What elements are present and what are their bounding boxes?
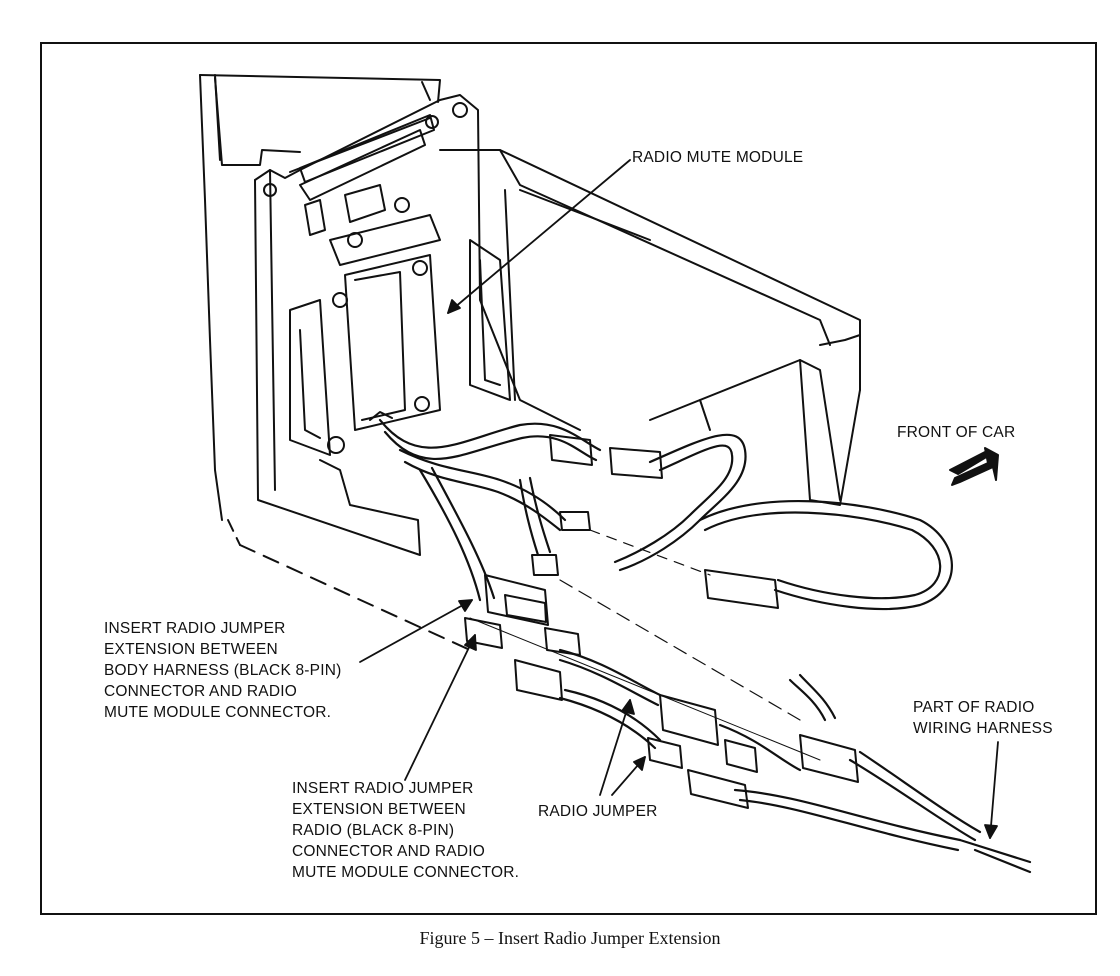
label-front-of-car: FRONT OF CAR <box>897 424 1016 441</box>
label-radio-jumper: RADIO JUMPER <box>538 803 658 820</box>
caption-text: Figure 5 – Insert Radio Jumper Extension <box>419 928 721 948</box>
label-radio-mute-module: RADIO MUTE MODULE <box>632 149 804 166</box>
console-panel <box>199 74 471 651</box>
leader-lines <box>359 159 999 839</box>
figure-frame <box>40 42 1097 915</box>
mounting-bracket <box>254 94 581 556</box>
figure-caption: Figure 5 – Insert Radio Jumper Extension <box>0 928 1120 949</box>
front-of-car-arrow <box>949 447 999 486</box>
routing-guides <box>469 529 821 761</box>
console-tray <box>439 149 861 506</box>
radio-mute-module <box>344 254 441 431</box>
